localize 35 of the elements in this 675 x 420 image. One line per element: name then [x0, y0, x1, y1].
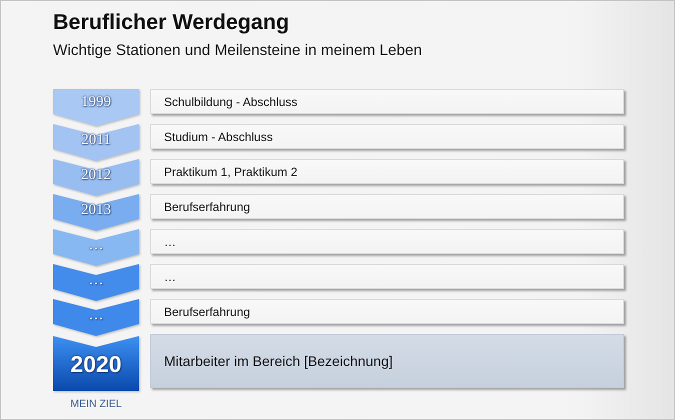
timeline-step	[53, 124, 139, 161]
milestone-bar	[150, 159, 624, 184]
milestone-text: Berufserfahrung	[164, 198, 250, 216]
goal-year: 2020	[69, 351, 123, 377]
slide-subtitle: Wichtige Stationen und Meilensteine in meinem Leben	[53, 41, 422, 61]
milestone-bar	[150, 89, 624, 114]
slide-title: Beruflicher Werdegang	[53, 9, 290, 36]
milestone-text: Praktikum 1, Praktikum 2	[164, 164, 298, 180]
milestone-bar	[150, 299, 624, 324]
year-label: …	[88, 306, 104, 325]
milestone-text: …	[164, 268, 176, 286]
milestone-text: Mitarbeiter im Bereich [Bezeichnung]	[164, 352, 393, 370]
milestone-bar	[150, 264, 624, 289]
goal-bar	[150, 334, 624, 388]
milestone-text: Studium - Abschluss	[164, 128, 273, 146]
timeline-step	[53, 89, 139, 126]
milestone-text: Berufserfahrung	[164, 304, 250, 320]
year-label: 2011	[80, 131, 112, 150]
year-label: …	[88, 271, 104, 290]
milestone-text: …	[164, 234, 176, 250]
milestone-bar	[150, 229, 624, 254]
timeline-step	[53, 159, 139, 196]
timeline-step	[53, 264, 139, 301]
milestone-bar	[150, 124, 624, 149]
year-label: 2012	[80, 166, 112, 185]
timeline-step	[53, 299, 139, 336]
timeline-step	[53, 229, 139, 266]
goal-caption: MEIN ZIEL	[69, 398, 123, 411]
timeline-step	[53, 194, 139, 231]
milestone-bar	[150, 194, 624, 219]
year-label: …	[88, 236, 104, 255]
year-label: 1999	[80, 93, 112, 112]
milestone-text: Schulbildung - Abschluss	[164, 94, 298, 110]
year-label: 2013	[80, 201, 112, 220]
goal-year-block	[53, 336, 139, 391]
